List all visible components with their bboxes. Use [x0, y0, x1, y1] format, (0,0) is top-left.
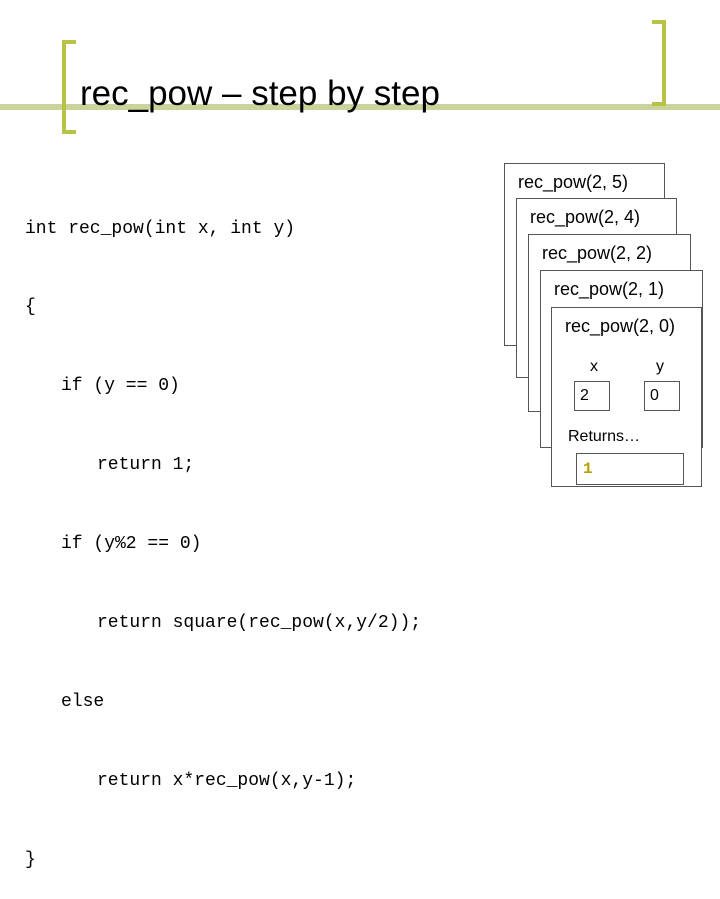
- code-line: return 1;: [97, 455, 195, 476]
- var-y-label: y: [656, 358, 664, 375]
- stack-frame-label: rec_pow(2, 2): [542, 243, 653, 263]
- title-bracket-left: [62, 40, 76, 134]
- returns-label: Returns…: [568, 428, 641, 445]
- stack-frame-current: rec_pow(2, 0) x y 2 0 Returns… 1: [551, 307, 702, 487]
- title-underline: [0, 104, 720, 110]
- code-block: int rec_pow(int x, int y) { if (y == 0) …: [25, 163, 421, 899]
- code-line: if (y == 0): [61, 376, 180, 397]
- code-line: return square(rec_pow(x,y/2));: [97, 613, 422, 634]
- code-line: return x*rec_pow(x,y-1);: [97, 770, 357, 791]
- stack-frame-label: rec_pow(2, 1): [554, 279, 665, 299]
- stack-frame-label: rec_pow(2, 4): [530, 207, 641, 227]
- stack-frame-label: rec_pow(2, 5): [518, 172, 629, 192]
- title-bracket-right: [652, 20, 666, 106]
- returns-value: 1: [576, 453, 684, 485]
- code-line: if (y%2 == 0): [61, 534, 202, 555]
- code-line: {: [25, 297, 36, 318]
- var-x-label: x: [590, 358, 598, 375]
- code-line: int rec_pow(int x, int y): [25, 218, 296, 239]
- slide-title: rec_pow – step by step: [80, 74, 440, 113]
- code-line: }: [25, 849, 36, 870]
- var-y-value: 0: [644, 381, 680, 411]
- stack-frame-label: rec_pow(2, 0): [565, 316, 676, 336]
- code-line: else: [61, 691, 105, 712]
- var-x-value: 2: [574, 381, 610, 411]
